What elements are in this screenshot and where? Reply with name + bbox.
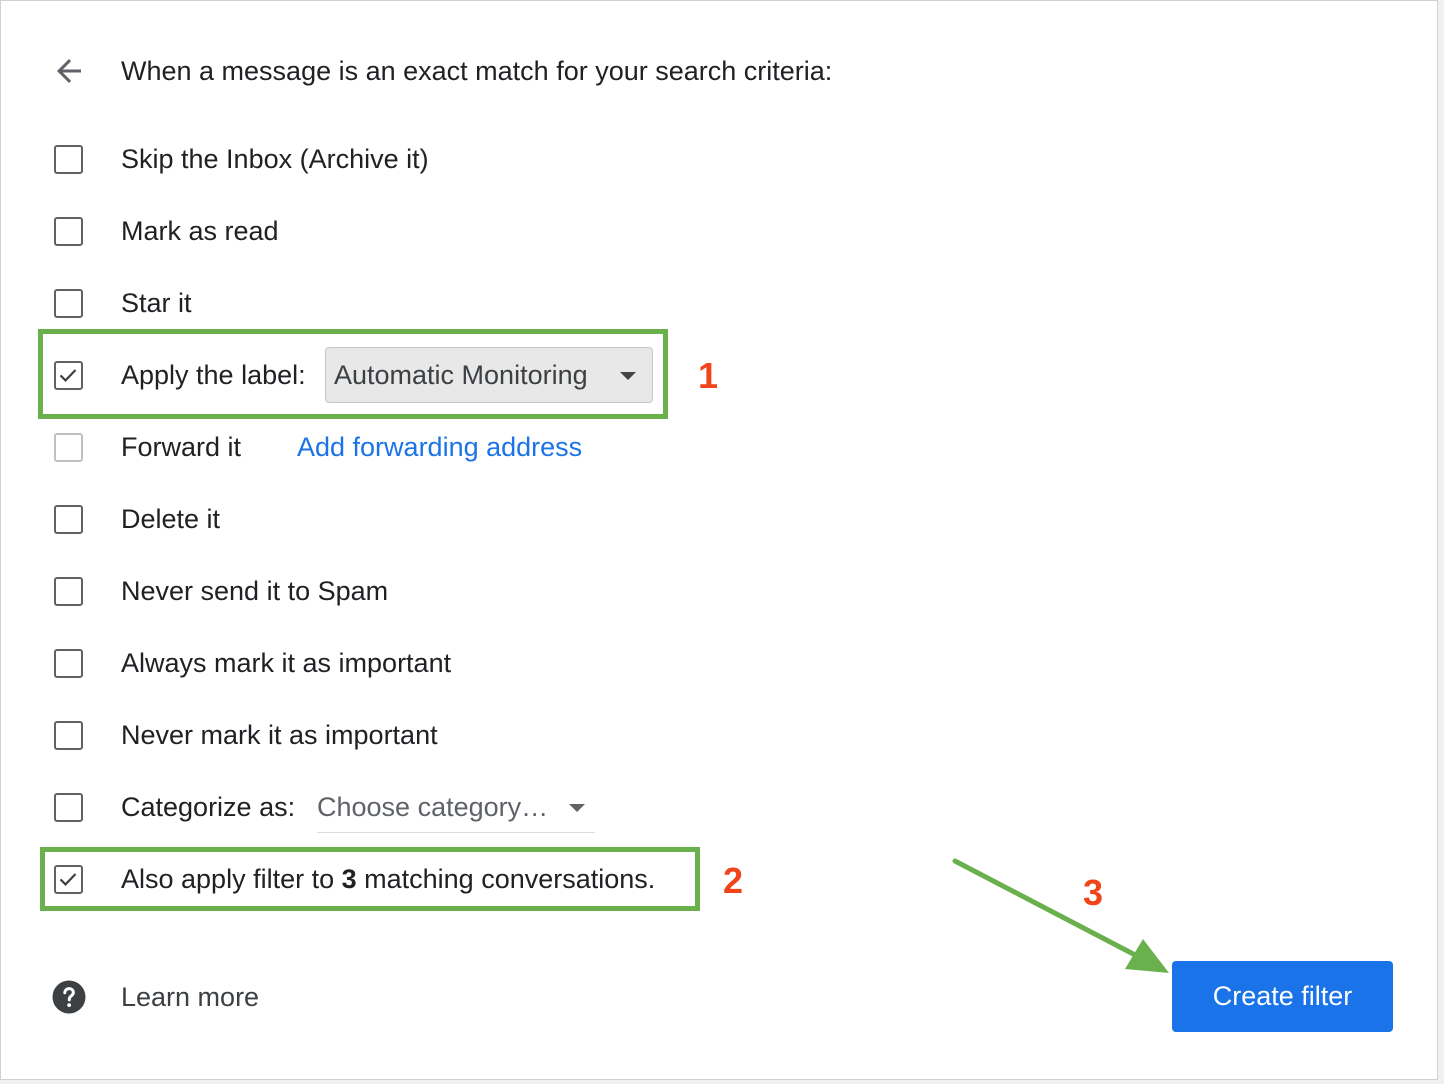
matching-count: 3: [341, 864, 357, 894]
category-select-dropdown[interactable]: Choose category…: [317, 787, 595, 833]
apply-label-label: Apply the label:: [121, 360, 306, 390]
option-categorize: Categorize as: Choose category…: [1, 777, 1001, 837]
always-important-label: Always mark it as important: [121, 648, 452, 678]
dialog-header: When a message is an exact match for you…: [1, 41, 1001, 101]
forward-it-label: Forward it: [121, 432, 242, 462]
category-select-value: Choose category…: [317, 792, 549, 822]
label-select-dropdown[interactable]: Automatic Monitoring: [325, 347, 653, 403]
add-forwarding-address-link[interactable]: Add forwarding address: [297, 432, 583, 462]
option-never-spam: Never send it to Spam: [1, 561, 1001, 621]
never-spam-checkbox[interactable]: [54, 577, 83, 606]
mark-as-read-checkbox[interactable]: [54, 217, 83, 246]
skip-inbox-checkbox[interactable]: [54, 145, 83, 174]
option-never-important: Never mark it as important: [1, 705, 1001, 765]
delete-it-label: Delete it: [121, 504, 221, 534]
apply-label-checkbox[interactable]: [54, 361, 83, 390]
learn-more-link[interactable]: Learn more: [121, 982, 260, 1012]
mark-as-read-label: Mark as read: [121, 216, 279, 246]
option-apply-label: Apply the label: Automatic Monitoring: [1, 345, 1001, 405]
also-apply-checkbox[interactable]: [54, 865, 83, 894]
also-apply-prefix: Also apply filter to: [121, 864, 342, 894]
option-also-apply: Also apply filter to 3 matching conversa…: [1, 849, 1001, 909]
never-spam-label: Never send it to Spam: [121, 576, 389, 606]
option-skip-inbox: Skip the Inbox (Archive it): [1, 129, 1001, 189]
create-filter-button[interactable]: Create filter: [1172, 961, 1393, 1032]
option-always-important: Always mark it as important: [1, 633, 1001, 693]
dropdown-caret-icon: [569, 804, 585, 812]
always-important-checkbox[interactable]: [54, 649, 83, 678]
annotation-step-1: 1: [698, 355, 719, 396]
never-important-checkbox[interactable]: [54, 721, 83, 750]
star-it-checkbox[interactable]: [54, 289, 83, 318]
checkmark-icon: [59, 873, 77, 886]
categorize-checkbox[interactable]: [54, 793, 83, 822]
dialog-title: When a message is an exact match for you…: [121, 56, 833, 86]
delete-it-checkbox[interactable]: [54, 505, 83, 534]
option-mark-as-read: Mark as read: [1, 201, 1001, 261]
label-select-value: Automatic Monitoring: [334, 360, 588, 390]
categorize-label: Categorize as:: [121, 792, 296, 822]
option-delete-it: Delete it: [1, 489, 1001, 549]
also-apply-label: Also apply filter to 3 matching conversa…: [121, 863, 655, 895]
option-star-it: Star it: [1, 273, 1001, 333]
annotation-step-2: 2: [723, 860, 744, 901]
checkmark-icon: [59, 369, 77, 382]
annotation-step-3: 3: [1083, 872, 1104, 913]
star-it-label: Star it: [121, 288, 192, 318]
also-apply-suffix: matching conversations.: [356, 864, 656, 894]
dropdown-caret-icon: [620, 372, 636, 380]
option-forward-it: Forward it Add forwarding address: [1, 417, 1001, 477]
help-icon[interactable]: [51, 979, 87, 1015]
back-arrow-icon[interactable]: [51, 53, 87, 89]
skip-inbox-label: Skip the Inbox (Archive it): [121, 144, 429, 174]
forward-it-checkbox[interactable]: [54, 433, 83, 462]
never-important-label: Never mark it as important: [121, 720, 438, 750]
